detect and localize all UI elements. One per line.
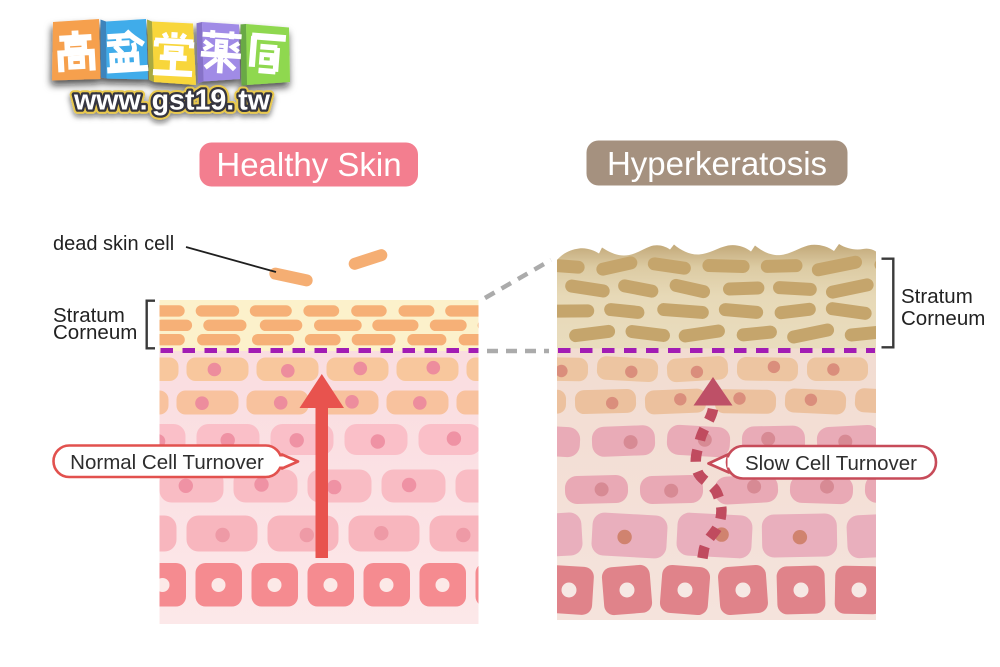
svg-text:www.gst19.tw: www.gst19.tw	[73, 85, 271, 117]
svg-text:www.gst19.tw: www.gst19.tw	[73, 85, 271, 117]
svg-text:Corneum: Corneum	[901, 307, 985, 330]
svg-text:Stratum: Stratum	[53, 304, 125, 327]
svg-text:Hyperkeratosis: Hyperkeratosis	[607, 145, 827, 182]
svg-text:Corneum: Corneum	[53, 321, 137, 344]
svg-text:dead skin cell: dead skin cell	[53, 233, 174, 255]
svg-text:www.gst19.tw: www.gst19.tw	[73, 85, 271, 117]
svg-text:Stratum: Stratum	[901, 285, 973, 308]
svg-text:Slow Cell Turnover: Slow Cell Turnover	[745, 452, 917, 475]
svg-text:Normal Cell Turnover: Normal Cell Turnover	[70, 451, 264, 474]
svg-text:Healthy Skin: Healthy Skin	[216, 146, 401, 183]
